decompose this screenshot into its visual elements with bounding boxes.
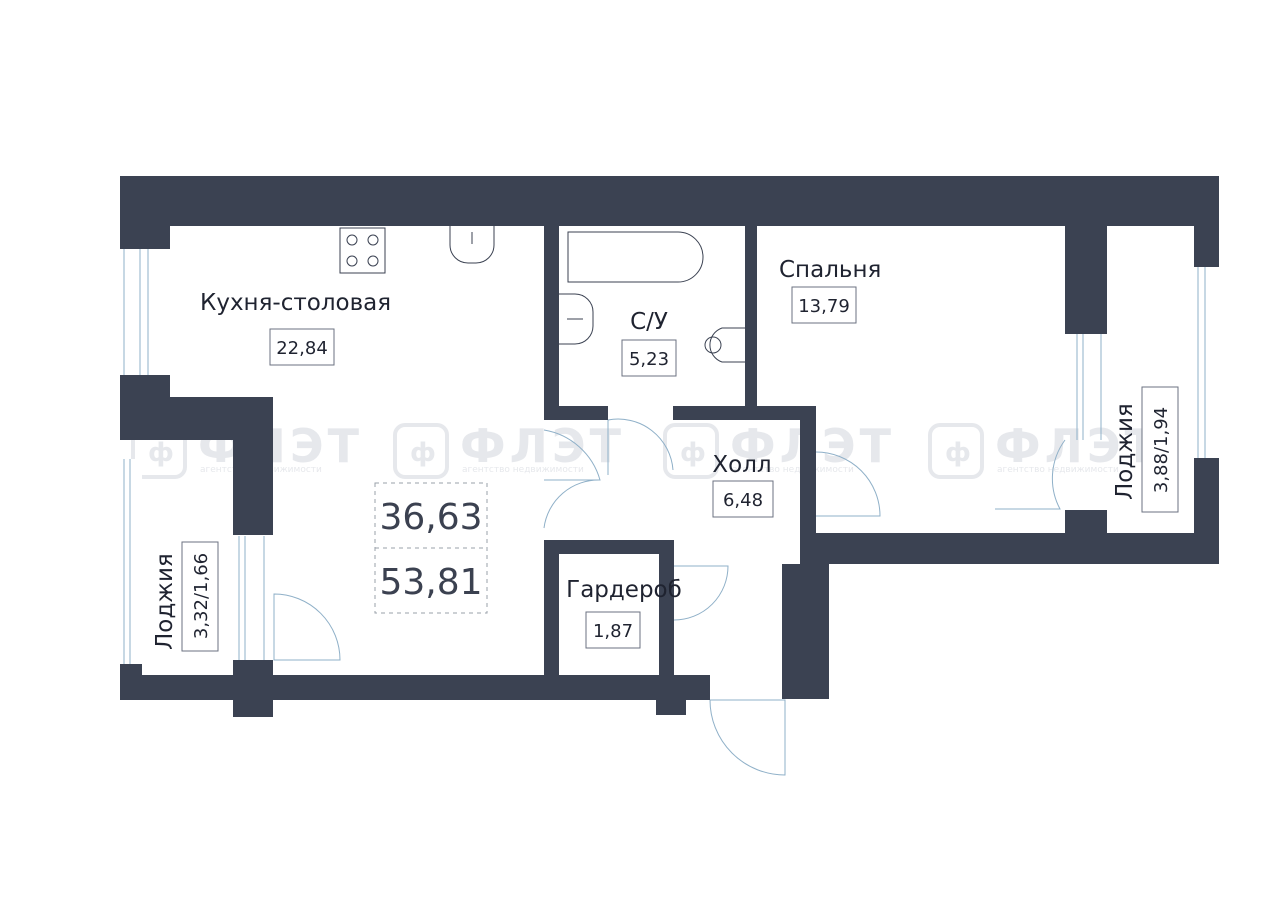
svg-text:ф: ф — [945, 438, 975, 468]
room-area-loggia-right: 3,88/1,94 — [1151, 407, 1172, 493]
washbasin-icon — [559, 293, 594, 345]
watermark-text-4: ФЛЭТ — [995, 419, 1160, 473]
room-area-bedroom: 13,79 — [798, 296, 850, 317]
watermark-text-2: ФЛЭТ — [460, 419, 625, 473]
watermark-sub-4: агентство недвижимости — [997, 465, 1119, 475]
living-area-value: 36,63 — [379, 497, 482, 538]
sink-icon — [449, 226, 495, 264]
room-kitchen: Кухня-столовая 22,84 — [200, 290, 391, 366]
svg-text:ф: ф — [680, 438, 710, 468]
stove-icon — [339, 227, 386, 274]
room-area-loggia-left: 3,32/1,66 — [191, 553, 212, 639]
room-name-wardrobe: Гардероб — [566, 577, 682, 603]
toilet-icon — [704, 327, 745, 363]
total-area-value: 53,81 — [379, 562, 482, 603]
watermark-sub-3: агентство недвижимости — [732, 465, 854, 475]
room-name-bathroom: С/У — [630, 309, 668, 335]
watermark-group: ф ФЛЭТ агентство недвижимости ф ФЛЭТ аге… — [131, 419, 1160, 479]
room-name-hall: Холл — [712, 452, 771, 478]
bathtub-icon — [567, 231, 704, 283]
room-name-loggia-left: Лоджия — [152, 553, 178, 650]
walls — [120, 176, 1219, 717]
room-area-hall: 6,48 — [723, 490, 763, 511]
room-wardrobe: Гардероб 1,87 — [566, 577, 682, 649]
room-name-kitchen: Кухня-столовая — [200, 290, 391, 316]
total-area-box: 36,63 53,81 — [374, 482, 488, 614]
svg-text:ф: ф — [148, 438, 178, 468]
room-name-bedroom: Спальня — [779, 257, 881, 283]
room-hall: Холл 6,48 — [712, 452, 774, 518]
room-bedroom: Спальня 13,79 — [779, 257, 881, 324]
watermark-logo-4: ф ФЛЭТ агентство недвижимости — [928, 419, 1160, 479]
room-name-loggia-right: Лоджия — [1112, 403, 1138, 500]
room-area-kitchen: 22,84 — [276, 338, 328, 359]
watermark-sub-2: агентство недвижимости — [462, 465, 584, 475]
room-loggia-right: Лоджия 3,88/1,94 — [1112, 386, 1179, 513]
fixtures — [339, 226, 745, 363]
doors — [273, 418, 1066, 776]
watermark-logo-2: ф ФЛЭТ агентство недвижимости — [393, 419, 625, 479]
windows — [120, 249, 1219, 664]
svg-text:ф: ф — [410, 438, 440, 468]
watermark-logo-3: ф ФЛЭТ агентство недвижимости — [663, 419, 891, 479]
room-area-bathroom: 5,23 — [629, 349, 669, 370]
room-bathroom: С/У 5,23 — [621, 309, 677, 377]
room-loggia-left: Лоджия 3,32/1,66 — [152, 541, 219, 652]
room-area-wardrobe: 1,87 — [593, 621, 633, 642]
